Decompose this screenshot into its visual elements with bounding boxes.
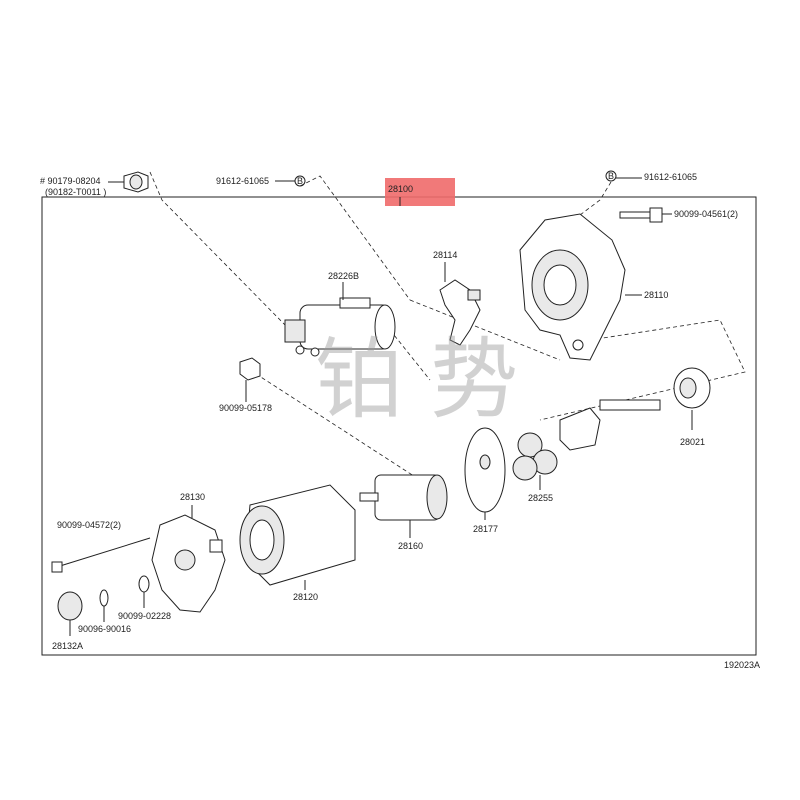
callout-28110: 28110 <box>644 290 668 300</box>
watermark-char-1: 铂 <box>315 328 403 431</box>
nut-90099-05178[interactable] <box>239 357 261 381</box>
badge-right: B <box>605 170 617 182</box>
callout-28120: 28120 <box>293 592 318 602</box>
cap-28132a[interactable] <box>57 591 83 621</box>
assembly-highlight[interactable] <box>385 178 455 206</box>
bolt-90099-04561[interactable] <box>619 207 663 223</box>
header-left-label-1: # 90179-08204 <box>40 176 101 186</box>
end-frame-28130[interactable] <box>151 514 226 613</box>
figure-code: 192023A <box>724 660 760 670</box>
pinion-28021[interactable] <box>559 367 711 451</box>
callout-90099-02228: 90099-02228 <box>118 611 171 621</box>
washer-90099-02228[interactable] <box>138 575 150 593</box>
callout-28021: 28021 <box>680 437 705 447</box>
ring-90096-90016[interactable] <box>99 589 109 607</box>
callout-28255: 28255 <box>528 493 553 503</box>
header-left-label-2: (90182-T0011 ) <box>45 187 106 197</box>
washer-28177[interactable] <box>464 427 506 513</box>
callout-28160: 28160 <box>398 541 423 551</box>
callout-28177: 28177 <box>473 524 498 534</box>
dashed-guides <box>149 171 746 481</box>
callout-28226b: 28226B <box>328 271 359 281</box>
badge-right-letter: B <box>608 171 614 181</box>
armature-28160[interactable] <box>359 474 448 521</box>
lever-28114[interactable] <box>439 279 481 346</box>
gears-28255[interactable] <box>512 432 558 481</box>
callout-90096-90016: 90096-90016 <box>78 624 131 634</box>
bolt-90099-04572[interactable] <box>51 537 151 573</box>
header-mid-label: 91612-61065 <box>216 176 269 186</box>
callout-28130: 28130 <box>180 492 205 502</box>
callout-28132a: 28132A <box>52 641 83 651</box>
housing-28110[interactable] <box>519 213 626 361</box>
callout-90099-04572: 90099-04572(2) <box>57 520 121 530</box>
callout-90099-04561: 90099-04561(2) <box>674 209 738 219</box>
badge-mid-letter: B <box>297 176 303 186</box>
yoke-28120[interactable] <box>239 484 356 586</box>
callout-90099-05178: 90099-05178 <box>219 403 272 413</box>
solenoid-28226b[interactable] <box>284 297 396 357</box>
watermark-char-2: 势 <box>430 328 518 431</box>
nut-part <box>123 171 149 193</box>
callout-28114: 28114 <box>433 250 457 260</box>
assembly-number[interactable]: 28100 <box>388 184 413 194</box>
header-right-label: 91612-61065 <box>644 172 697 182</box>
